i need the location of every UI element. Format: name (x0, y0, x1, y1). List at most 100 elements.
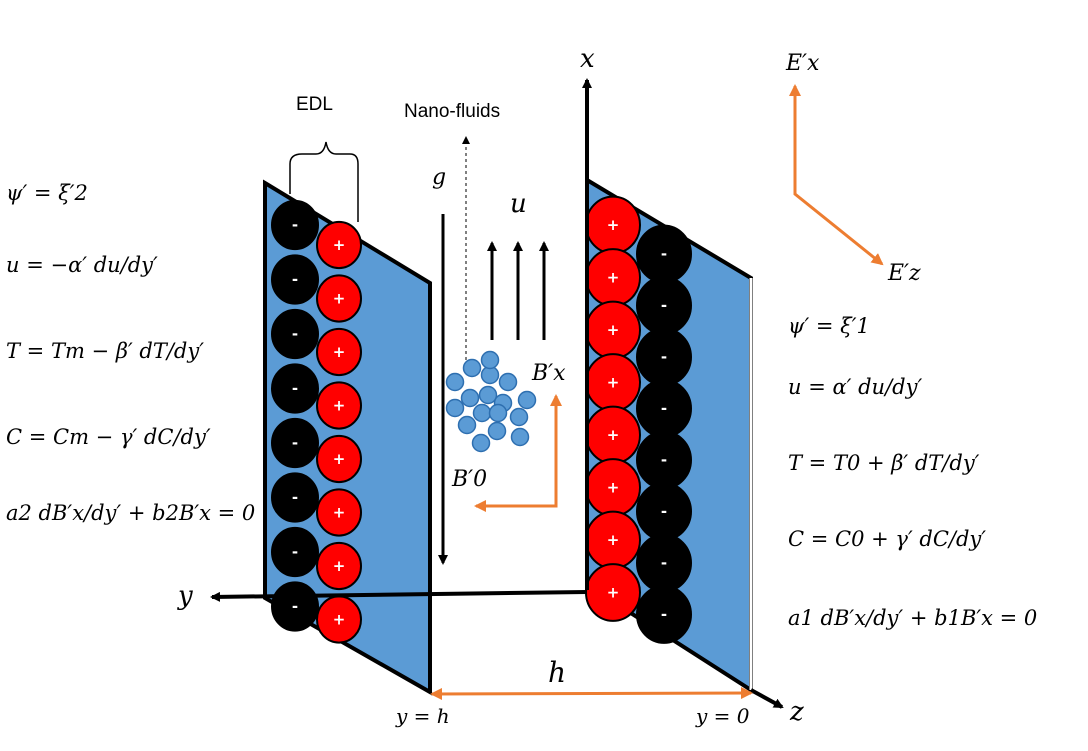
gap-label: h (548, 656, 566, 689)
right-condition-temperature: T = T0 + β′ dT/dy′ (788, 451, 980, 475)
right-negative-charge: - (636, 224, 692, 284)
right-condition-psi: ψ′ = ξ′1 (788, 314, 870, 338)
right-negative-charge: - (636, 585, 692, 644)
right-negative-charge: - (636, 327, 692, 387)
left-negative-charge: - (271, 308, 319, 360)
right-positive-charge: + (585, 458, 641, 517)
magnetic-field-x-label: B′x (531, 361, 566, 386)
right-positive-charge-sign: + (607, 216, 620, 234)
left-positive-charge-sign: + (333, 343, 346, 361)
left-negative-charge: - (271, 472, 319, 523)
wall-left-label: y = h (395, 704, 450, 728)
left-positive-charge: + (316, 434, 362, 484)
axis-y-label: y (177, 581, 193, 611)
right-negative-charge-sign: - (661, 606, 667, 624)
right-charge-layer: --------++++++++ (585, 195, 692, 644)
right-positive-charge: + (585, 405, 641, 465)
right-positive-charge-sign: + (607, 584, 620, 602)
left-negative-charge-sign: - (292, 216, 298, 234)
left-condition-magnetic: a2 dB′x/dy′ + b2B′x = 0 (6, 501, 255, 525)
left-positive-charge-sign: + (333, 611, 346, 629)
left-condition-psi: ψ′ = ξ′2 (6, 181, 88, 205)
axis-z-label: z (789, 697, 804, 727)
left-negative-charge-sign: - (292, 271, 298, 289)
nanoparticle (471, 433, 491, 453)
right-positive-charge-sign: + (607, 269, 620, 287)
left-negative-charge-sign: - (292, 598, 298, 616)
left-negative-charge: - (271, 363, 319, 414)
electric-field-arrows (789, 84, 884, 266)
left-positive-charge-sign: + (333, 290, 346, 308)
electric-field-z-label: E′z (887, 261, 921, 286)
left-positive-charge-sign: + (333, 450, 346, 468)
right-negative-charge-sign: - (661, 503, 667, 521)
nanoparticle (510, 427, 530, 447)
nanoparticle (498, 372, 518, 392)
electric-field-x-label: E′x (785, 51, 820, 76)
right-negative-charge: - (636, 533, 692, 593)
nanoparticle (487, 421, 507, 441)
right-positive-charge: + (585, 353, 641, 412)
left-positive-charge: + (316, 327, 362, 377)
right-negative-charge: - (636, 276, 692, 335)
nanoparticle (462, 358, 482, 378)
nanoparticle (445, 372, 465, 392)
left-condition-velocity: u = −α′ du/dy′ (6, 253, 158, 277)
magnetic-field-arrows (474, 394, 562, 512)
left-positive-charge-sign: + (333, 504, 346, 522)
left-positive-charge: + (316, 274, 362, 323)
right-negative-charge: - (636, 379, 692, 438)
left-negative-charge: - (271, 417, 319, 469)
right-positive-charge-sign: + (607, 321, 620, 339)
right-positive-charge: + (585, 195, 641, 255)
edl-label: EDL (296, 94, 333, 115)
left-negative-charge: - (271, 199, 319, 251)
right-negative-charge-sign: - (661, 245, 667, 263)
z-axis (750, 688, 784, 709)
right-condition-concentration: C = C0 + γ′ dC/dy′ (788, 527, 986, 551)
nanoparticle (472, 403, 492, 423)
right-negative-charge-sign: - (661, 554, 667, 572)
left-negative-charge-sign: - (292, 489, 298, 507)
nanofluids-label: Nano-fluids (404, 101, 500, 122)
right-positive-charge-sign: + (607, 479, 620, 497)
left-positive-charge-sign: + (333, 557, 346, 575)
right-negative-charge: - (636, 482, 692, 541)
left-positive-charge: + (316, 488, 362, 537)
left-positive-charge: + (316, 381, 362, 430)
left-positive-charge: + (316, 220, 362, 270)
wall-right-label: y = 0 (695, 704, 750, 728)
left-negative-charge-sign: - (292, 325, 298, 343)
right-negative-charge-sign: - (661, 451, 667, 469)
right-positive-charge-sign: + (607, 531, 620, 549)
left-condition-temperature: T = Tm − β′ dT/dy′ (6, 339, 204, 363)
left-negative-charge-sign: - (292, 434, 298, 452)
right-negative-charge-sign: - (661, 348, 667, 366)
velocity-label: u (510, 189, 527, 219)
y-axis (210, 590, 588, 602)
left-condition-concentration: C = Cm − γ′ dC/dy′ (6, 425, 211, 449)
right-positive-charge: + (585, 510, 641, 570)
right-positive-charge-sign: + (607, 374, 620, 392)
nanoparticle (517, 390, 537, 410)
right-negative-charge-sign: - (661, 400, 667, 418)
axis-x-label: x (580, 44, 595, 74)
nanoparticle (460, 388, 480, 408)
gap-dimension-arrow (430, 687, 753, 700)
nanoparticle (445, 398, 465, 418)
right-condition-velocity: u = α′ du/dy′ (788, 375, 922, 399)
nanoparticle (480, 350, 500, 370)
left-negative-charge: - (271, 526, 319, 578)
right-condition-magnetic: a1 dB′x/dy′ + b1B′x = 0 (788, 606, 1037, 630)
right-positive-charge: + (585, 300, 641, 360)
left-positive-charge: + (316, 541, 362, 591)
left-negative-charge: - (271, 254, 319, 305)
edl-brace-icon (289, 141, 359, 222)
left-positive-charge: + (316, 595, 362, 644)
right-negative-charge: - (636, 430, 692, 490)
nanoparticle (457, 415, 477, 435)
nanoparticle (478, 385, 498, 405)
nanoparticle (509, 407, 529, 427)
